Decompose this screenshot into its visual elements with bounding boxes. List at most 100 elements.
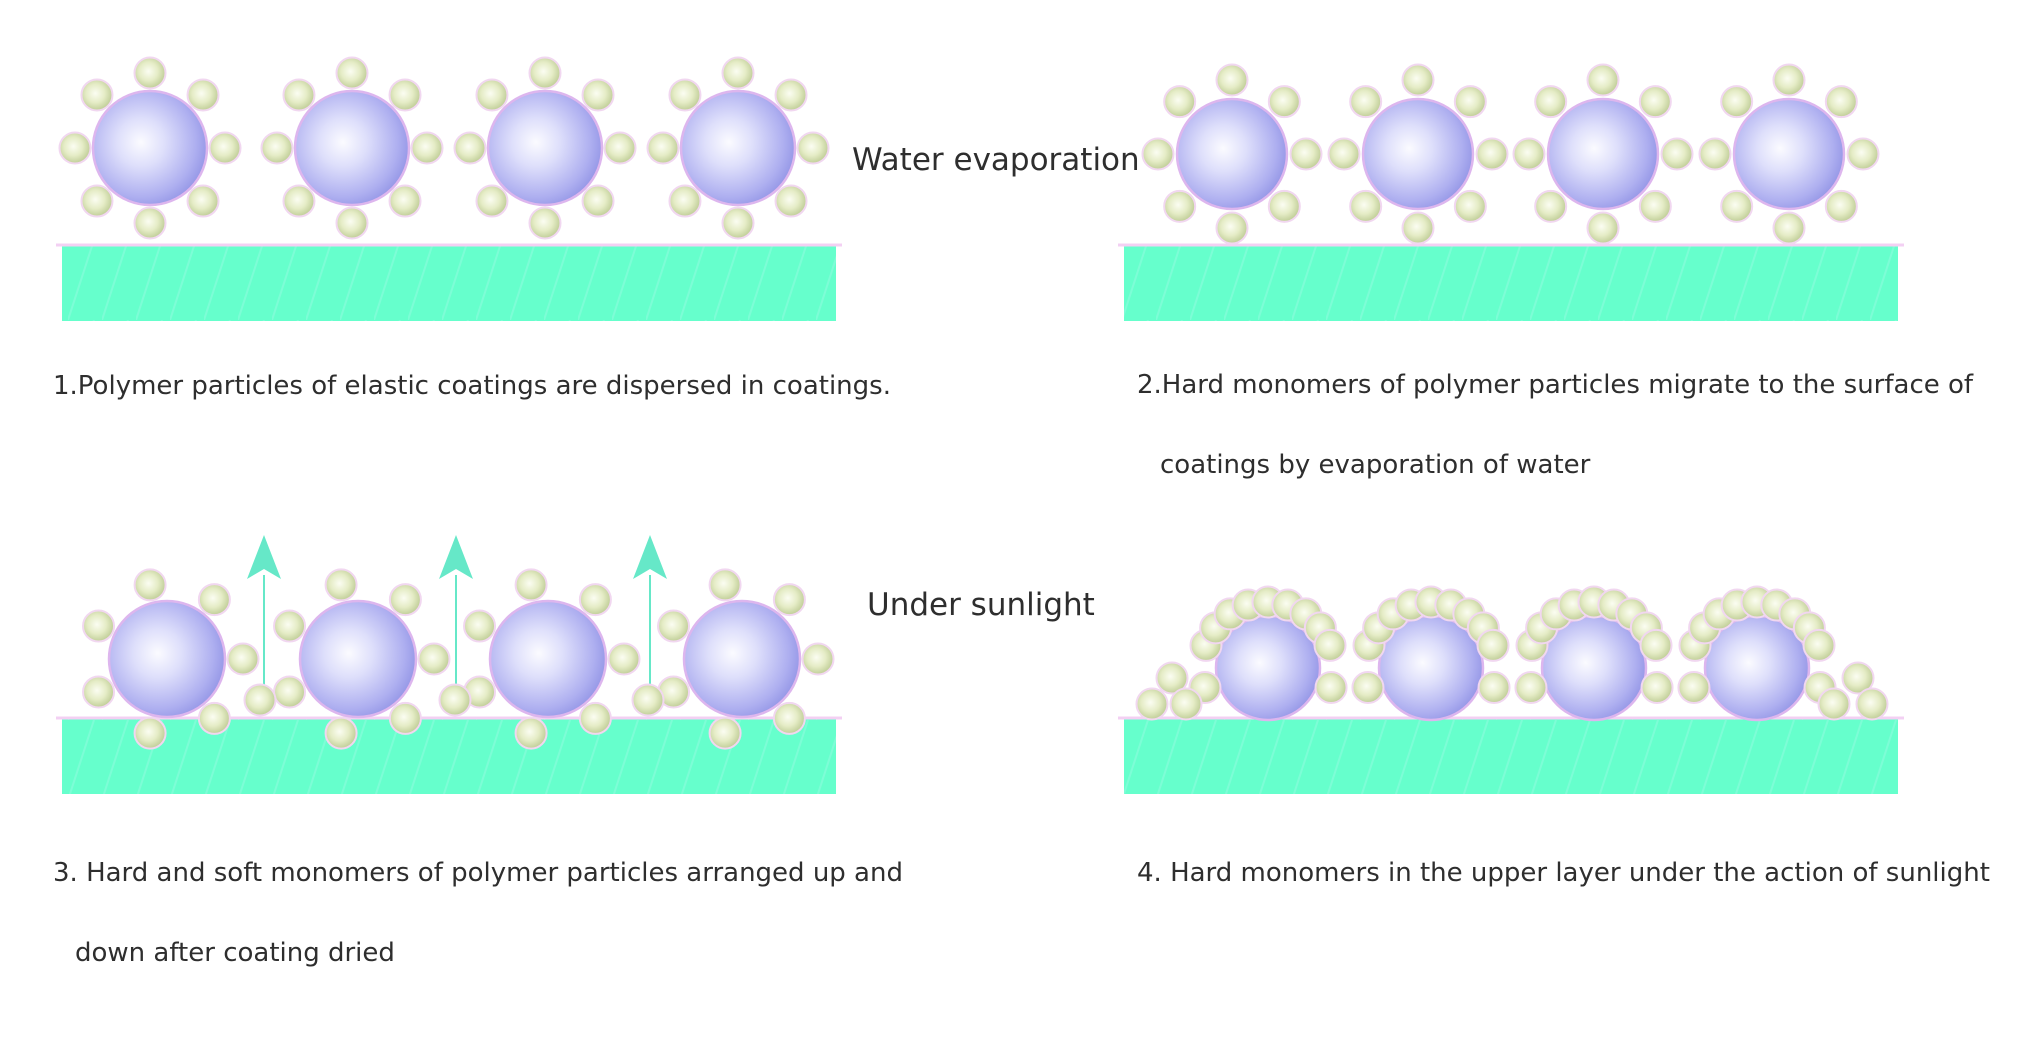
polymer-particle [93, 91, 207, 205]
hard-monomer [1535, 86, 1566, 117]
hard-monomer [1137, 689, 1168, 720]
hard-monomer [210, 133, 241, 164]
hard-monomer [412, 133, 443, 164]
hard-monomer [710, 718, 741, 749]
hard-monomer [1477, 139, 1508, 170]
hard-monomer [1640, 191, 1671, 222]
caption-panel-2-line-1: 2.Hard monomers of polymer particles mig… [1137, 370, 1973, 401]
polymer-particle [109, 601, 225, 717]
hard-monomer [464, 611, 495, 642]
polymer-particle [1363, 99, 1473, 209]
hard-monomer [1640, 86, 1671, 117]
hard-monomer [530, 58, 561, 89]
polymer-particle [488, 91, 602, 205]
hard-monomer [1479, 672, 1510, 703]
hard-monomer [390, 703, 421, 734]
hard-monomer [774, 703, 805, 734]
caption-panel-2-line-2: coatings by evaporation of water [1160, 450, 1590, 481]
hard-monomer [326, 718, 357, 749]
hard-monomer [81, 79, 112, 110]
hard-monomer [1269, 86, 1300, 117]
hard-monomer [774, 584, 805, 615]
hard-monomer [1515, 672, 1546, 703]
polymer-particle [1734, 99, 1844, 209]
hard-monomer [262, 133, 293, 164]
hard-monomer [135, 569, 166, 600]
hard-monomer [648, 133, 679, 164]
hard-monomer [1774, 213, 1805, 244]
hard-monomer [390, 186, 421, 217]
hard-monomer [1819, 689, 1850, 720]
hard-monomer [1455, 86, 1486, 117]
hard-monomer [669, 186, 700, 217]
hard-monomer [583, 79, 614, 110]
hard-monomer [580, 703, 611, 734]
caption-panel-1: 1.Polymer particles of elastic coatings … [53, 371, 891, 402]
hard-monomer [326, 569, 357, 600]
hard-monomer [798, 133, 829, 164]
hard-monomer [199, 584, 230, 615]
hard-monomer [1217, 65, 1248, 96]
substrate-panel-2 [1118, 245, 1904, 321]
hard-monomer [776, 186, 807, 217]
hard-monomer [283, 79, 314, 110]
hard-monomer [1514, 139, 1545, 170]
hard-monomer [337, 58, 368, 89]
hard-monomer [1315, 630, 1346, 661]
polymer-particle [1177, 99, 1287, 209]
hard-monomer [1143, 139, 1174, 170]
hard-monomer [530, 208, 561, 239]
hard-monomer [390, 584, 421, 615]
hard-monomer [1164, 86, 1195, 117]
hard-monomer [1217, 213, 1248, 244]
hard-monomer [440, 685, 471, 716]
polymer-particle [1548, 99, 1658, 209]
polymer-particle [300, 601, 416, 717]
hard-monomer [283, 186, 314, 217]
hard-monomer [1316, 672, 1347, 703]
hard-monomer [1826, 86, 1857, 117]
hard-monomer [1857, 689, 1888, 720]
hard-monomer [580, 584, 611, 615]
hard-monomer [1588, 213, 1619, 244]
hard-monomer [83, 611, 114, 642]
hard-monomer [1700, 139, 1731, 170]
hard-monomer [135, 208, 166, 239]
hard-monomer [803, 644, 834, 675]
hard-monomer [1329, 139, 1360, 170]
polymer-particle [490, 601, 606, 717]
hard-monomer [1721, 191, 1752, 222]
hard-monomer [337, 208, 368, 239]
hard-monomer [1678, 672, 1709, 703]
hard-monomer [1478, 630, 1509, 661]
hard-monomer [516, 569, 547, 600]
hard-monomer [723, 58, 754, 89]
hard-monomer [1641, 630, 1672, 661]
hard-monomer [723, 208, 754, 239]
hard-monomer [1662, 139, 1693, 170]
hard-monomer [1826, 191, 1857, 222]
hard-monomer [669, 79, 700, 110]
hard-monomer [1171, 689, 1202, 720]
hard-monomer [135, 718, 166, 749]
hard-monomer [1848, 139, 1879, 170]
hard-monomer [1403, 65, 1434, 96]
water-evaporation-label: Water evaporation [852, 142, 1140, 178]
hard-monomer [516, 718, 547, 749]
substrate-panel-1 [56, 245, 842, 321]
caption-panel-4: 4. Hard monomers in the upper layer unde… [1137, 858, 1990, 889]
hard-monomer [228, 644, 259, 675]
hard-monomer [1588, 65, 1619, 96]
hard-monomer [583, 186, 614, 217]
hard-monomer [419, 644, 450, 675]
hard-monomer [658, 611, 689, 642]
hard-monomer [188, 79, 219, 110]
caption-panel-3-line-2: down after coating dried [75, 938, 395, 969]
hard-monomer [476, 79, 507, 110]
hard-monomer [455, 133, 486, 164]
hard-monomer [245, 685, 276, 716]
polymer-particle [681, 91, 795, 205]
hard-monomer [609, 644, 640, 675]
hard-monomer [1721, 86, 1752, 117]
hard-monomer [633, 685, 664, 716]
